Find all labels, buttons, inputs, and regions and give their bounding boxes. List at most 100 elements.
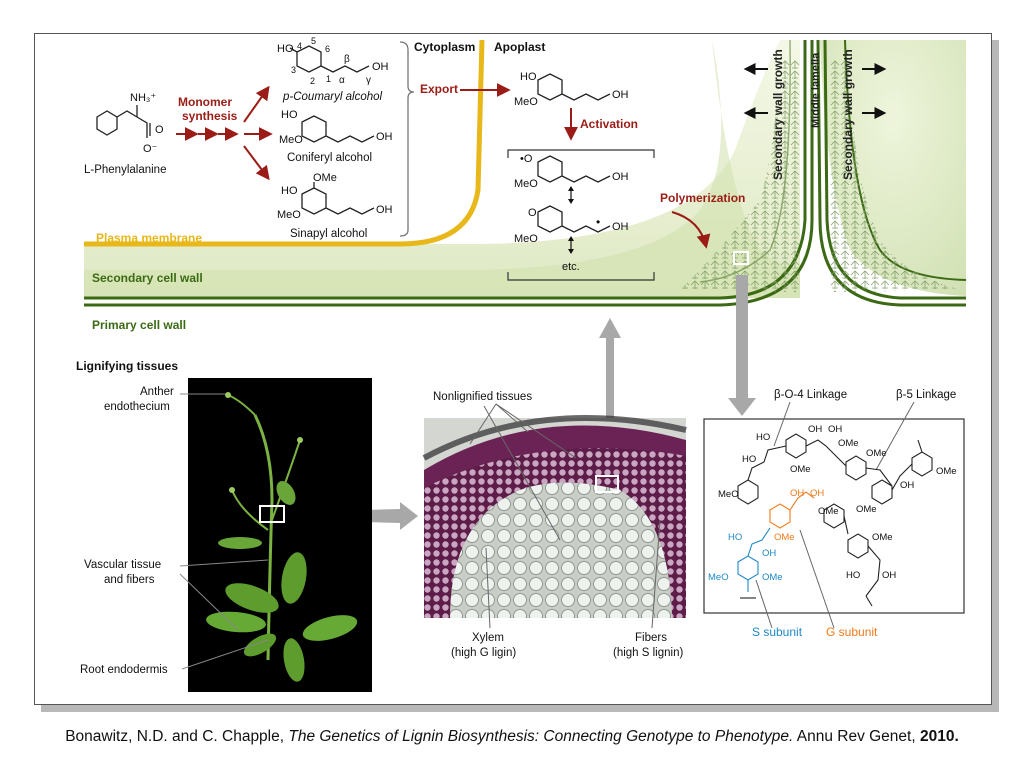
ring-num-3: 3 (291, 65, 296, 75)
g-unit-ome: OMe (774, 532, 795, 543)
growth-arrows (743, 63, 887, 119)
poly-ho-3: HO (846, 570, 860, 581)
citation-authors: Bonawitz, N.D. and C. Chapple, (65, 728, 289, 745)
sinapyl-meo: MeO (277, 209, 301, 221)
nonlignified-label: Nonlignified tissues (433, 391, 532, 403)
greek-beta: β (344, 54, 350, 65)
g-unit-oh-2: OH (810, 488, 824, 499)
monomer-synthesis-line1: Monomer (178, 95, 232, 109)
secondary-cell-wall-label: Secondary cell wall (92, 271, 203, 285)
radical-o: •O (520, 153, 533, 165)
sinapyl-ho: HO (281, 185, 298, 197)
monomer-synthesis-line2: synthesis (182, 109, 238, 123)
ring-num-2: 2 (310, 76, 315, 86)
lignin-polymer-structure (737, 433, 933, 607)
g-unit-oh-1: OH (790, 488, 804, 499)
sinapyl-structure (301, 182, 375, 215)
resonance-arrowheads (568, 186, 574, 254)
exported-ho: HO (520, 71, 537, 83)
ring-num-5: 5 (311, 36, 316, 46)
radical-meo: MeO (514, 178, 538, 190)
s-unit-ome: OMe (762, 572, 783, 583)
exported-oh: OH (612, 89, 629, 101)
citation-year: 2010. (919, 728, 959, 745)
anther-label-1: Anther (140, 386, 174, 398)
exported-coniferyl-structure (537, 73, 611, 101)
vascular-label-1: Vascular tissue (84, 559, 161, 571)
g-subunit-label: G subunit (826, 625, 878, 639)
quinone-radical-dot: • (596, 215, 600, 229)
coumaryl-label: p-Coumaryl alcohol (282, 91, 383, 103)
secondary-cell-wall-band (84, 40, 800, 298)
poly-ome-5: OMe (856, 504, 877, 515)
stem-cross-section (422, 414, 687, 618)
carboxylate-o: O⁻ (143, 143, 158, 155)
b-5-label: β-5 Linkage (896, 389, 956, 401)
poly-ome-6: OMe (818, 506, 839, 517)
ring-num-4: 4 (297, 41, 302, 51)
arabidopsis-photo (188, 378, 372, 692)
export-label: Export (420, 82, 458, 96)
poly-ho-2: HO (742, 454, 756, 465)
poly-ome-1: OMe (838, 438, 859, 449)
s-unit-meo: MeO (708, 572, 729, 583)
lignin-group-labels: HO HO OH OH OMe OMe MeO OMe OMe OH OMe O… (708, 424, 957, 583)
phenylalanine-structure (96, 105, 151, 138)
poly-oh-4: OH (882, 570, 896, 581)
root-endodermis-label: Root endodermis (80, 664, 168, 676)
polymerization-arrow (671, 211, 711, 249)
carbonyl-o: O (155, 124, 164, 136)
poly-ome-4: OMe (936, 466, 957, 477)
xylem-label-1: Xylem (472, 632, 504, 644)
poly-meo-1: MeO (718, 489, 739, 500)
apoplast-label: Apoplast (494, 40, 545, 54)
poly-ome-2: OMe (790, 464, 811, 475)
secondary-wall-growth-left: Secondary wall growth (771, 49, 785, 180)
s-subunit-label: S subunit (752, 625, 803, 639)
quinone-meo: MeO (514, 233, 538, 245)
zoom-box-wall (733, 251, 749, 265)
coniferyl-label: Coniferyl alcohol (287, 152, 372, 164)
section-leader-lines (469, 403, 661, 629)
lignifying-tissues-title: Lignifying tissues (76, 359, 178, 373)
plasma-membrane (84, 39, 485, 247)
sinapyl-oh: OH (376, 204, 393, 216)
coniferyl-ho: HO (281, 109, 298, 121)
exported-meo: MeO (514, 96, 538, 108)
cell-wall-schematic: Plasma membrane Secondary cell wall Prim… (84, 39, 967, 332)
b-o-4-label: β-O-4 Linkage (774, 389, 847, 401)
polymerization-label: Polymerization (660, 191, 745, 205)
coumaryl-ho: HO (277, 43, 294, 55)
ring-num-6: 6 (325, 44, 330, 54)
poly-oh-3: OH (900, 480, 914, 491)
lignin-polymer-box (703, 418, 965, 614)
citation: Bonawitz, N.D. and C. Chapple, The Genet… (0, 728, 1024, 746)
xylem-label-2: (high G ligin) (451, 647, 516, 659)
anther-label-2: endothecium (104, 401, 170, 413)
poly-oh-2: OH (828, 424, 842, 435)
vascular-label-2: and fibers (104, 574, 155, 586)
ring-num-1: 1 (326, 74, 331, 84)
stem-zoom-box (259, 505, 285, 523)
middle-lamella-label: Middle lamella (810, 52, 822, 128)
poly-ho-1: HO (756, 432, 770, 443)
coumaryl-oh: OH (372, 61, 389, 73)
plant-leader-lines (179, 393, 269, 670)
section-zoom-box (595, 475, 619, 493)
poly-oh-1: OH (808, 424, 822, 435)
nh3-label: NH₃⁺ (130, 92, 156, 104)
synthesis-arrows (176, 85, 273, 181)
coumaryl-structure (289, 45, 370, 73)
quinone-oh: OH (612, 221, 629, 233)
etc-label: etc. (562, 261, 580, 273)
citation-title: The Genetics of Lignin Biosynthesis: Con… (288, 728, 794, 745)
sinapyl-label: Sinapyl alcohol (290, 228, 367, 240)
activation-label: Activation (580, 117, 638, 131)
greek-gamma: γ (366, 75, 371, 86)
fibers-label-2: (high S lignin) (613, 647, 683, 659)
quinone-o: O (528, 207, 537, 219)
monolignol-brace (399, 41, 415, 237)
plasma-membrane-label: Plasma membrane (96, 231, 202, 245)
